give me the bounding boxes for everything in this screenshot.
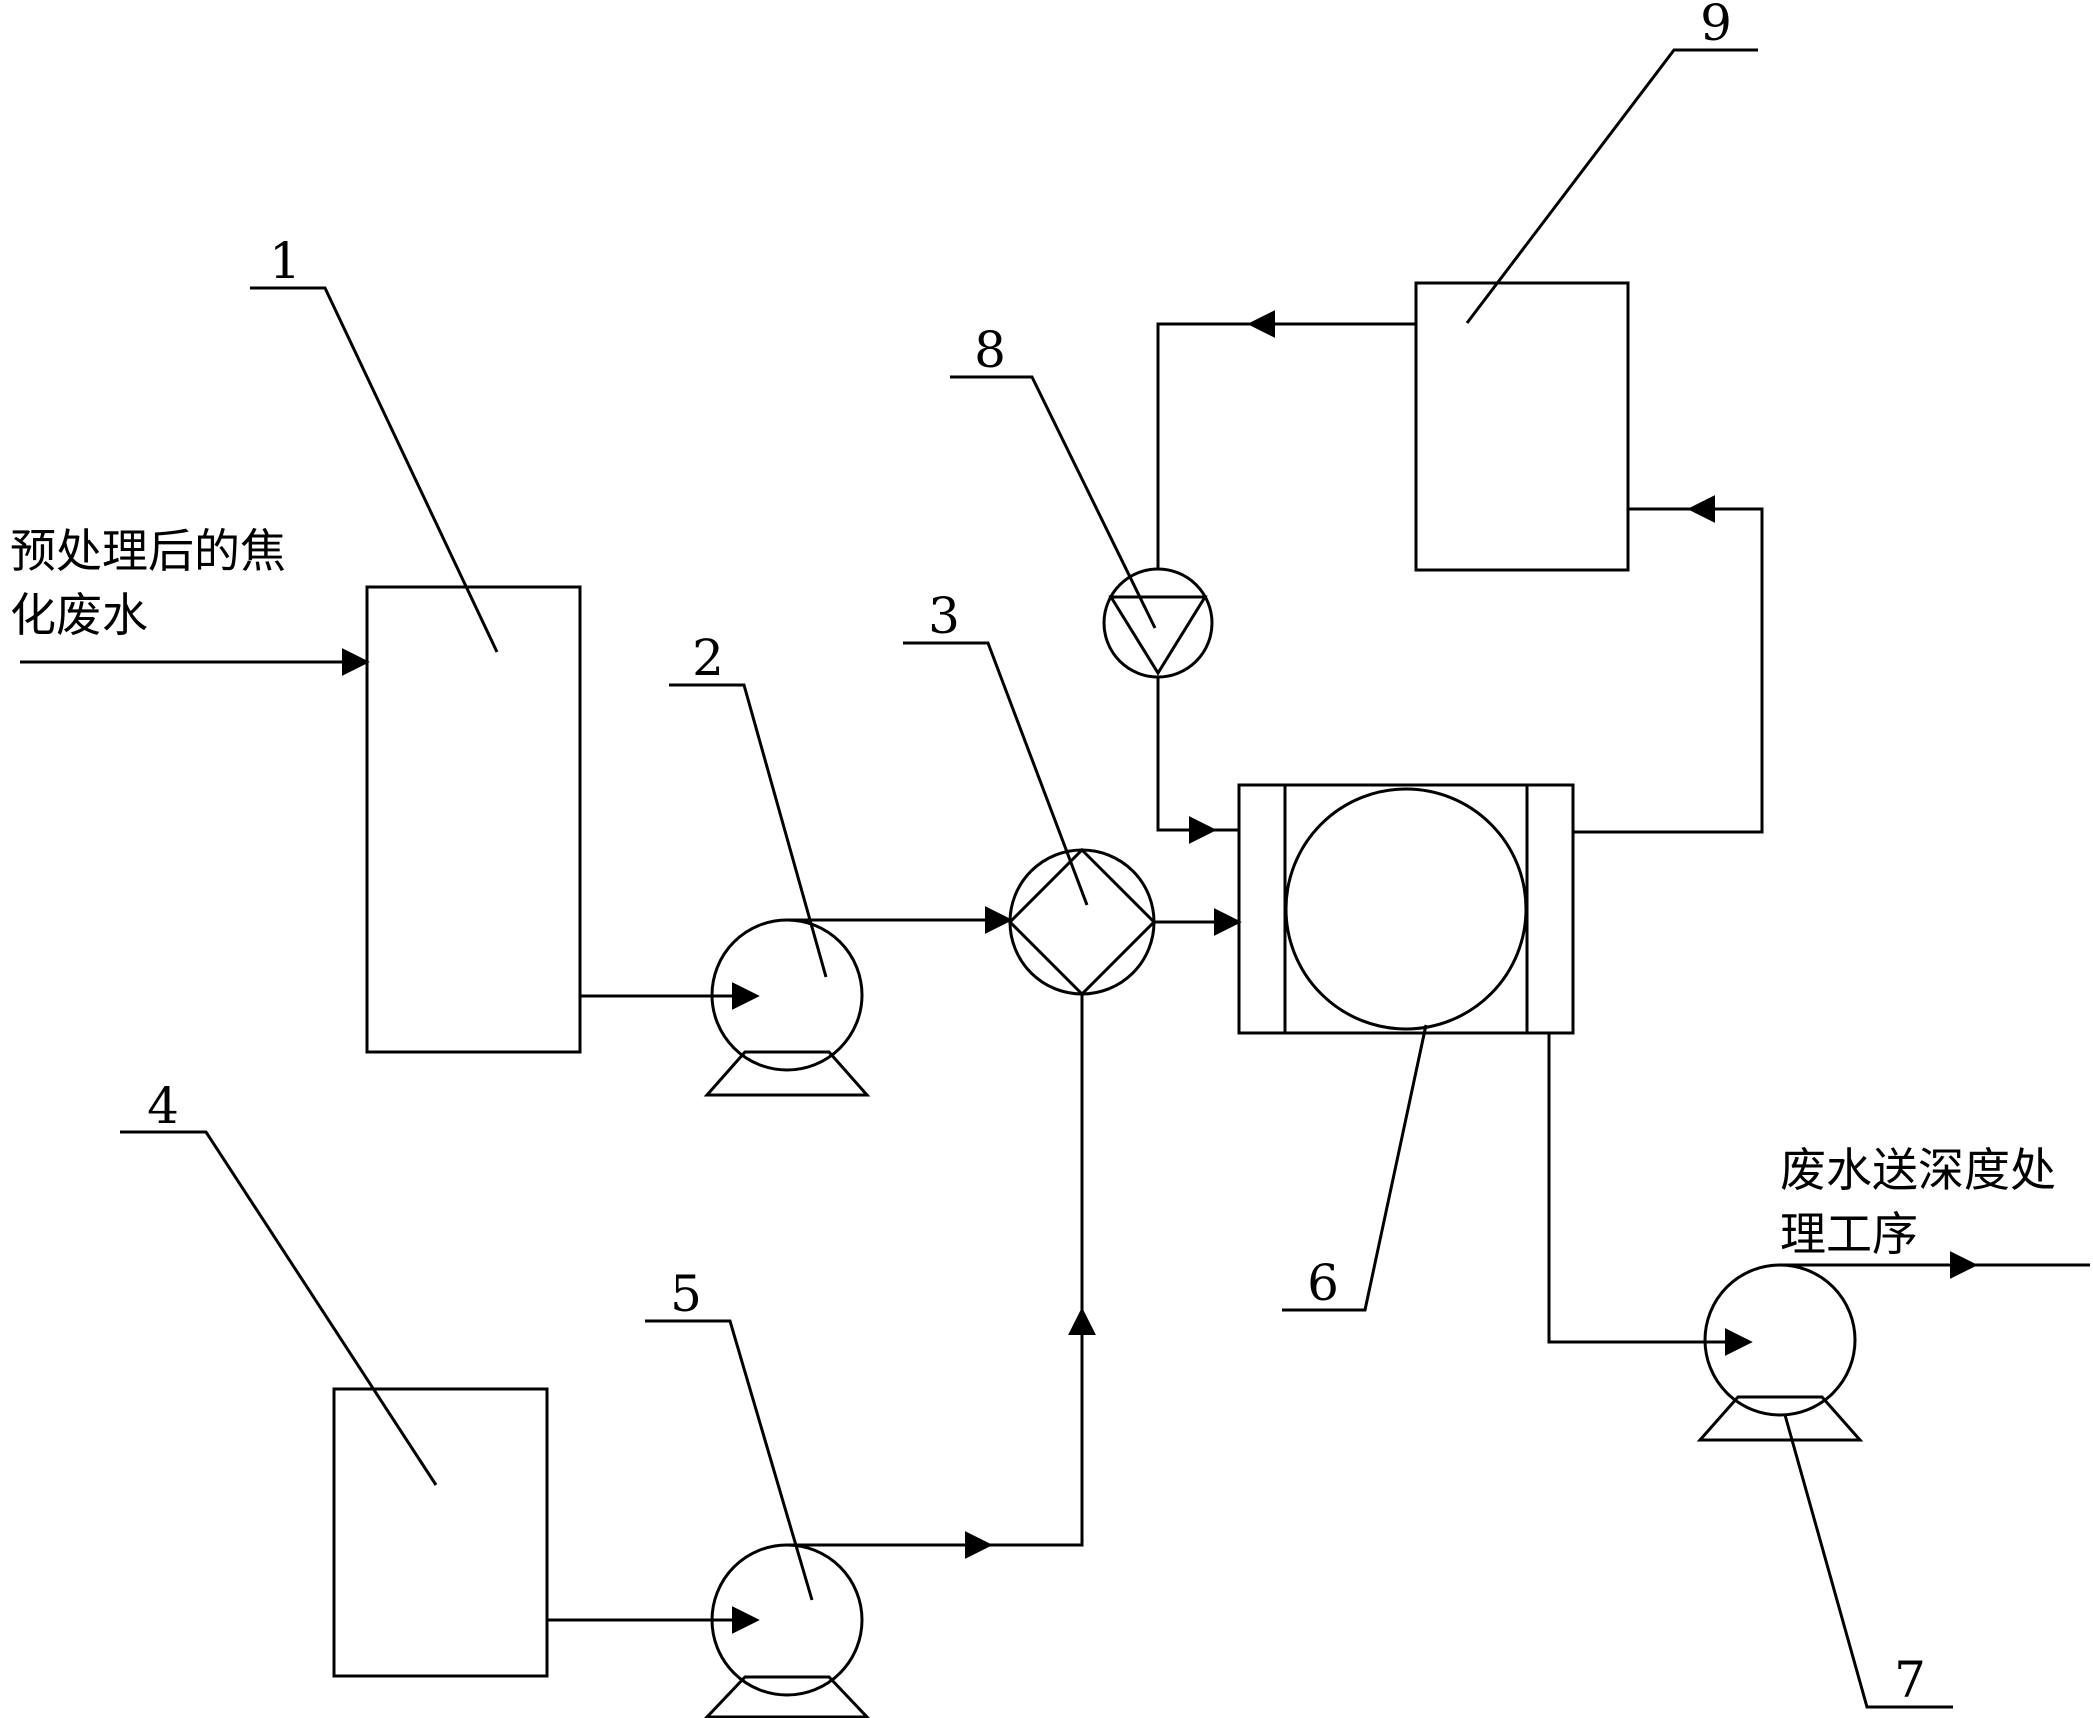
outlet-label-line1: 废水送深度处 — [1780, 1143, 2056, 1197]
callout-9: 9 — [1700, 0, 1732, 52]
reactor-6 — [1237, 783, 1575, 1035]
outlet-label-line2: 理工序 — [1780, 1207, 1918, 1261]
callout-7: 7 — [1894, 1651, 1926, 1709]
tank-4 — [332, 1387, 549, 1678]
pipe-6-9 — [1573, 507, 1764, 834]
inlet-label-line2: 化废水 — [10, 588, 148, 642]
pipe-9-8 — [1156, 322, 1416, 569]
callout-leaders — [120, 48, 1953, 1709]
mixer-3 — [1007, 847, 1157, 997]
callout-6: 6 — [1307, 1254, 1339, 1312]
inlet-label-line1: 预处理后的焦 — [10, 524, 286, 578]
callout-4: 4 — [147, 1077, 179, 1135]
tank-9 — [1414, 281, 1630, 572]
callout-3: 3 — [928, 587, 960, 645]
callout-2: 2 — [692, 629, 724, 687]
callout-1: 1 — [269, 232, 301, 290]
pump-5 — [703, 1543, 871, 1718]
callout-5: 5 — [670, 1265, 702, 1323]
valve-8 — [1102, 567, 1214, 679]
tank-1 — [365, 585, 582, 1054]
pump-7 — [1696, 1263, 1864, 1442]
pipe-6-7 — [1547, 1033, 1753, 1356]
pipe-5-3 — [787, 994, 1084, 1547]
pipe-8-6 — [1156, 677, 1239, 832]
pump-2 — [703, 918, 871, 1097]
callout-8: 8 — [974, 321, 1006, 379]
